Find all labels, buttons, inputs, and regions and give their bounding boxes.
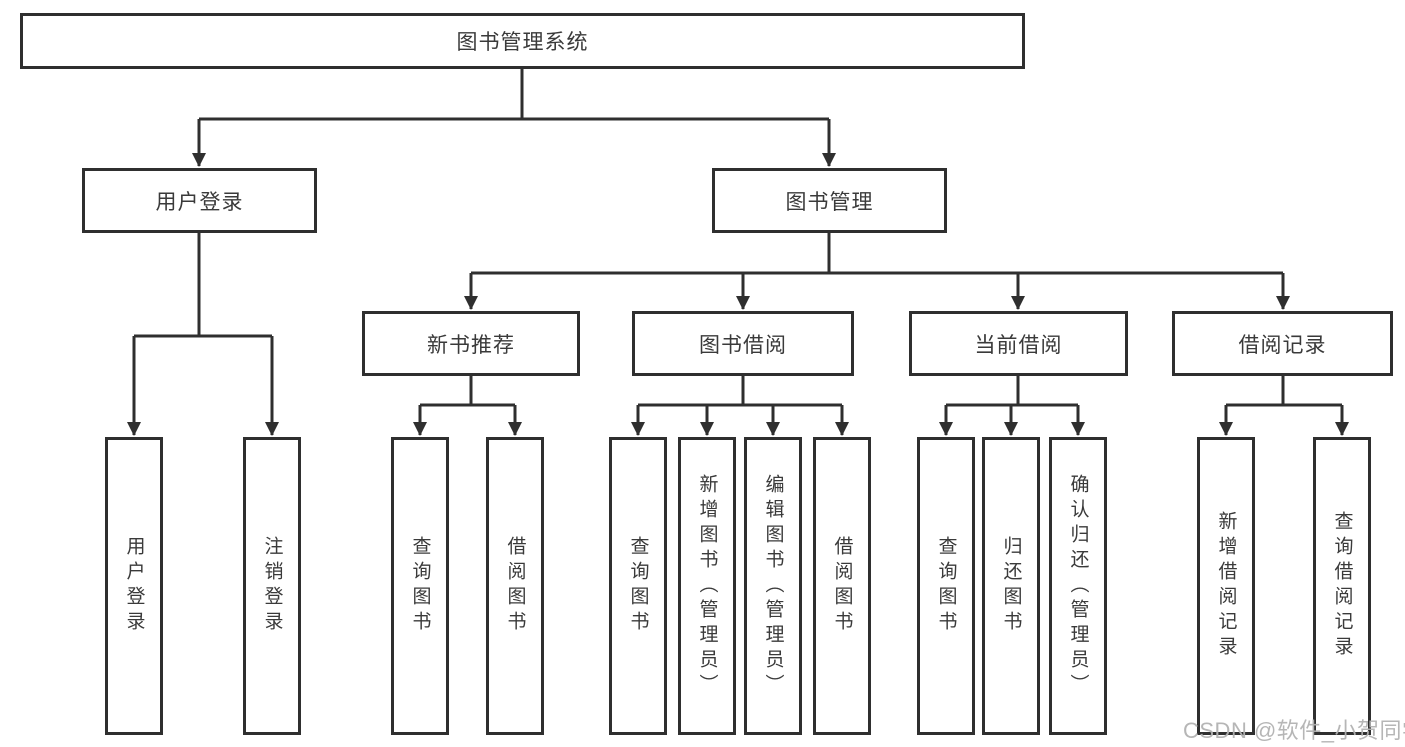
node-query-books-current: 查询图书: [917, 437, 975, 735]
node-return-books: 归还图书: [982, 437, 1040, 735]
node-borrow-books-borrow: 借阅图书: [813, 437, 871, 735]
node-user-login-branch: 用户登录: [82, 168, 317, 233]
node-borrowing-records: 借阅记录: [1172, 311, 1393, 376]
node-query-borrow-record: 查询借阅记录: [1313, 437, 1371, 735]
node-query-books-recommend: 查询图书: [391, 437, 449, 735]
node-logout: 注销登录: [243, 437, 301, 735]
node-query-books-borrow: 查询图书: [609, 437, 667, 735]
node-user-login: 用户登录: [105, 437, 163, 735]
node-borrow-books-recommend: 借阅图书: [486, 437, 544, 735]
node-current-borrowing: 当前借阅: [909, 311, 1128, 376]
node-add-book-admin: 新增图书（管理员）: [678, 437, 736, 735]
node-book-borrowing: 图书借阅: [632, 311, 854, 376]
node-confirm-return-admin: 确认归还（管理员）: [1049, 437, 1107, 735]
node-new-book-recommendation: 新书推荐: [362, 311, 580, 376]
node-edit-book-admin: 编辑图书（管理员）: [744, 437, 802, 735]
node-book-management-branch: 图书管理: [712, 168, 947, 233]
csdn-watermark: CSDN @软件_小贺同学: [1183, 718, 1405, 743]
node-add-borrow-record: 新增借阅记录: [1197, 437, 1255, 735]
node-library-management-system: 图书管理系统: [20, 13, 1025, 69]
